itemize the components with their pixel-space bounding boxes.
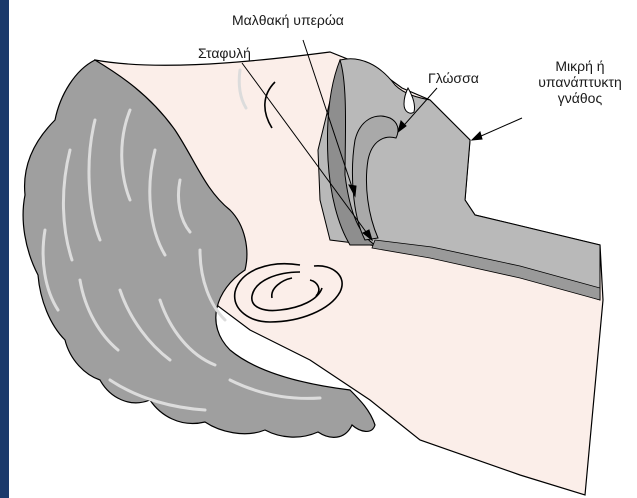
uvula-label: Σταφυλή	[198, 45, 251, 61]
frame-bar	[0, 0, 9, 498]
soft-palate-label: Μαλθακή υπερώα	[232, 12, 344, 28]
jaw-label-line3: γνάθος	[525, 90, 635, 106]
jaw-label: Μικρή ή υπανάπτυκτη γνάθος	[525, 58, 635, 106]
jaw-label-line1: Μικρή ή	[525, 58, 635, 74]
tongue-label: Γλώσσα	[428, 70, 479, 86]
jaw-label-line2: υπανάπτυκτη	[525, 74, 635, 90]
